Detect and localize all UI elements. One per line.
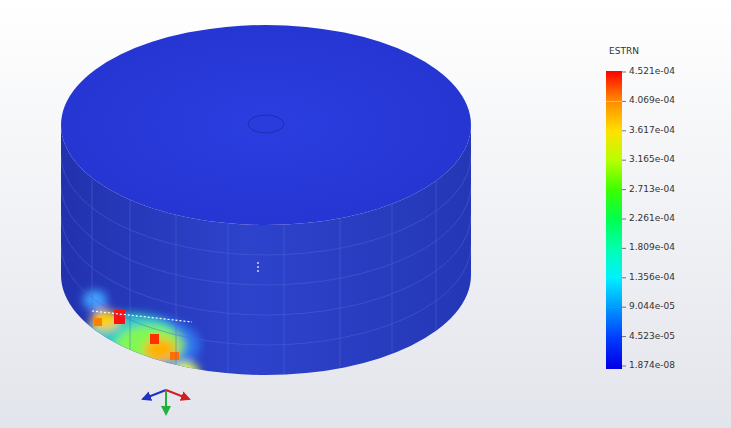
legend-value: 1.874e-08 <box>629 361 675 371</box>
legend-value: 4.523e-05 <box>629 332 675 342</box>
legend-heading: ESTRN <box>609 47 639 57</box>
top-nozzle <box>248 115 284 133</box>
center-mark <box>257 262 258 272</box>
tick-mark <box>622 189 626 190</box>
legend-value: 2.713e-04 <box>629 185 675 195</box>
tick-mark <box>622 219 626 220</box>
tick-mark <box>622 366 626 367</box>
color-swatch <box>606 71 622 101</box>
legend-value: 1.809e-04 <box>629 243 675 253</box>
color-swatch <box>606 366 622 369</box>
color-swatch <box>606 160 622 190</box>
tick-mark <box>622 277 626 278</box>
legend-value: 9.044e-05 <box>629 302 675 312</box>
color-swatch <box>606 219 622 249</box>
probe-line <box>92 311 192 322</box>
legend-value: 3.165e-04 <box>629 155 675 165</box>
tick-mark <box>622 101 626 102</box>
color-swatch <box>606 307 622 337</box>
tick-mark <box>622 307 626 308</box>
tick-mark <box>622 72 626 73</box>
color-swatch <box>606 248 622 278</box>
tank-top <box>61 25 471 225</box>
color-swatch <box>606 337 622 367</box>
legend-value: 1.356e-04 <box>629 273 675 283</box>
color-swatch <box>606 131 622 161</box>
tick-mark <box>622 130 626 131</box>
tick-mark <box>622 336 626 337</box>
legend-value: 4.069e-04 <box>629 96 675 106</box>
color-swatch <box>606 278 622 308</box>
color-swatch <box>606 101 622 131</box>
legend-value: 2.261e-04 <box>629 214 675 224</box>
tick-mark <box>622 160 626 161</box>
axis-triad <box>143 390 189 414</box>
legend-value: 3.617e-04 <box>629 126 675 136</box>
tick-mark <box>622 248 626 249</box>
legend-value: 4.521e-04 <box>629 67 675 77</box>
color-swatch <box>606 190 622 220</box>
